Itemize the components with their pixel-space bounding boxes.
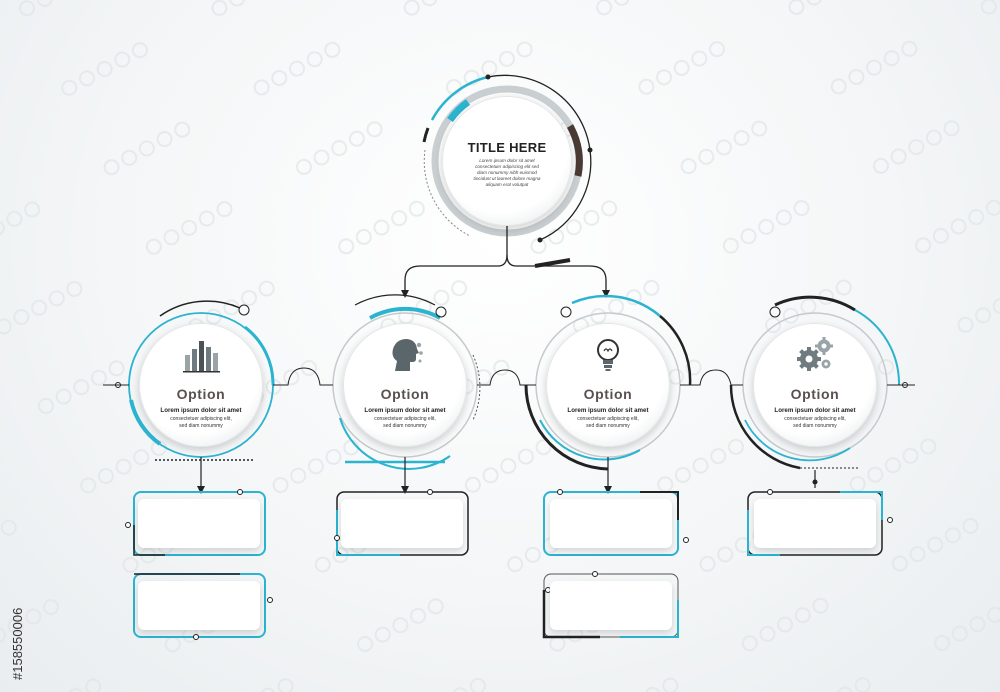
- text-box-1b: [138, 581, 260, 630]
- option-line2: consectetuer adipiscing elit,: [784, 416, 846, 422]
- option-line2: consectetuer adipiscing elit,: [374, 416, 436, 422]
- option-line3: sed diam nonummy: [179, 423, 223, 429]
- bar-chart-icon: [183, 341, 220, 373]
- option-line3: sed diam nonummy: [586, 423, 630, 429]
- option-circle-4: Option Lorem ipsum dolor sit amet consec…: [753, 323, 877, 447]
- option-line1: Lorem ipsum dolor sit amet: [774, 407, 856, 414]
- text-box-2a: [341, 499, 463, 548]
- option-circle-1: Option Lorem ipsum dolor sit amet consec…: [139, 323, 263, 447]
- text-box-1a: [138, 499, 260, 548]
- title-circle: TITLE HERE Lorem ipsum dolor sit amet co…: [442, 96, 572, 226]
- option-title: Option: [583, 386, 633, 402]
- head-profile-icon: [392, 339, 423, 371]
- option-title: Option: [380, 386, 430, 402]
- option-title: Option: [176, 386, 226, 402]
- title-subtext: Lorem ipsum dolor sit amet consectetuer …: [473, 158, 541, 187]
- lightbulb-icon: [597, 339, 619, 371]
- text-box-3a: [550, 499, 672, 548]
- option-line3: sed diam nonummy: [793, 423, 837, 429]
- option-title: Option: [790, 386, 840, 402]
- option-line3: sed diam nonummy: [383, 423, 427, 429]
- option-line1: Lorem ipsum dolor sit amet: [364, 407, 446, 414]
- text-box-3b: [550, 581, 672, 630]
- option-line2: consectetuer adipiscing elit,: [170, 416, 232, 422]
- box-frames: [133, 491, 883, 639]
- option-circle-2: Option Lorem ipsum dolor sit amet consec…: [343, 323, 467, 447]
- text-box-4a: [754, 499, 876, 548]
- option-line1: Lorem ipsum dolor sit amet: [160, 407, 242, 414]
- option-circle-3: Option Lorem ipsum dolor sit amet consec…: [546, 323, 670, 447]
- stock-id-text: #158550006: [10, 607, 25, 680]
- title-heading: TITLE HERE: [467, 140, 547, 155]
- option-line2: consectetuer adipiscing elit,: [577, 416, 639, 422]
- gears-icon: [797, 337, 833, 371]
- option-line1: Lorem ipsum dolor sit amet: [567, 407, 649, 414]
